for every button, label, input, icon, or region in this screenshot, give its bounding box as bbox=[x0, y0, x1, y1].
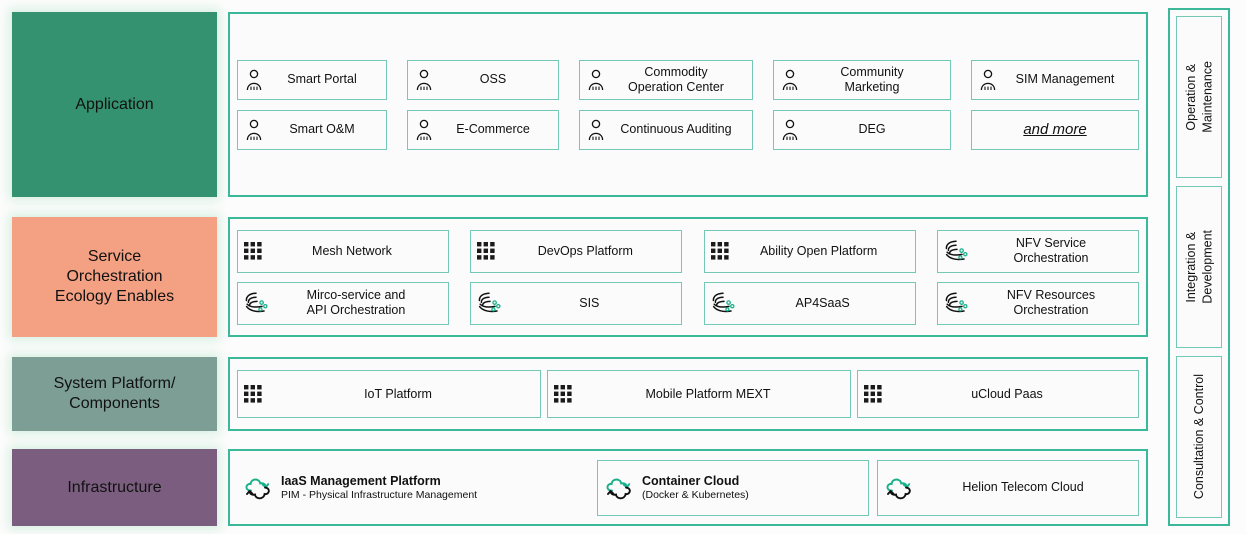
item-label: SIS bbox=[579, 295, 600, 310]
item-e-commerce[interactable]: E-Commerce bbox=[407, 109, 559, 150]
item-oss[interactable]: OSS bbox=[407, 59, 559, 100]
layer-panel-service-orchestration-ecology-enables: Mesh Network DevOps Platform Ability Open … bbox=[228, 217, 1148, 337]
item-community-marketing[interactable]: Community Marketing bbox=[773, 59, 951, 100]
item-label: IoT Platform bbox=[364, 386, 432, 401]
item-label: Commodity Operation Center bbox=[628, 64, 724, 94]
layer-label-infrastructure: Infrastructure bbox=[12, 449, 217, 526]
dot-grid-icon bbox=[244, 242, 262, 260]
dot-grid-icon bbox=[554, 385, 572, 403]
item-label: SIM Management bbox=[1015, 72, 1115, 86]
person-icon bbox=[780, 69, 800, 91]
item-ap4saas[interactable]: AP4SaaS bbox=[703, 281, 916, 325]
item-label: NFV Resources Orchestration bbox=[1006, 288, 1096, 317]
item-row: IoT Platform Mobile Platform MEXT uCloud P… bbox=[237, 370, 1139, 418]
layer-label-text: Infrastructure bbox=[67, 478, 162, 496]
item-sublabel: (Docker & Kubernetes) bbox=[642, 488, 749, 501]
item-row: Smart Portal OSS Commodity Operation Cente… bbox=[237, 59, 1139, 100]
sidebar-item-integration-development[interactable]: Integration & Development bbox=[1176, 186, 1222, 348]
item-label: Ability Open Platform bbox=[759, 243, 878, 258]
item-sis[interactable]: SIS bbox=[470, 281, 683, 325]
item-helion-telecom-cloud[interactable]: Helion Telecom Cloud bbox=[877, 459, 1139, 516]
item-commodity-operation-center[interactable]: Commodity Operation Center bbox=[579, 59, 753, 100]
item-smart-o-m[interactable]: Smart O&M bbox=[237, 109, 387, 150]
layer-label-application: Application bbox=[12, 12, 217, 197]
item-label: OSS bbox=[479, 72, 507, 86]
item-mirco-service-and-api-orchestration[interactable]: Mirco-service and API Orchestration bbox=[237, 281, 449, 325]
item-label: DEG bbox=[858, 122, 886, 136]
item-label: E-Commerce bbox=[456, 122, 530, 136]
item-continuous-auditing[interactable]: Continuous Auditing bbox=[579, 109, 753, 150]
item-ucloud-paas[interactable]: uCloud Paas bbox=[857, 370, 1139, 418]
item-sim-management[interactable]: SIM Management bbox=[971, 59, 1139, 100]
item-iot-platform[interactable]: IoT Platform bbox=[237, 370, 541, 418]
item-row: Smart O&M E-Commerce Continuous Auditing DE… bbox=[237, 109, 1139, 150]
dot-grid-icon bbox=[477, 242, 495, 260]
item-label: Mirco-service and API Orchestration bbox=[306, 288, 406, 317]
item-label: Smart O&M bbox=[289, 122, 355, 136]
person-icon bbox=[586, 119, 606, 141]
item-nfv-service-orchestration[interactable]: NFV Service Orchestration bbox=[936, 229, 1139, 273]
item-label: Continuous Auditing bbox=[620, 122, 732, 136]
item-label: AP4SaaS bbox=[795, 295, 850, 310]
item-label: NFV Service Orchestration bbox=[1013, 236, 1089, 265]
item-label: DevOps Platform bbox=[537, 243, 633, 258]
layer-label-text: Service Orchestration Ecology Enables bbox=[54, 248, 175, 305]
item-label: IaaS Management Platform bbox=[281, 473, 441, 488]
orchestration-icon bbox=[944, 239, 970, 263]
layer-label-text: Application bbox=[75, 95, 154, 113]
item-row: Mirco-service and API Orchestration SIS AP… bbox=[237, 281, 1139, 325]
item-deg[interactable]: DEG bbox=[773, 109, 951, 150]
layer-panel-system-platform-components: IoT Platform Mobile Platform MEXT uCloud P… bbox=[228, 357, 1148, 431]
item-label: Mobile Platform MEXT bbox=[645, 386, 771, 401]
layer-label-system-platform-components: System Platform/ Components bbox=[12, 357, 217, 431]
item-devops-platform[interactable]: DevOps Platform bbox=[470, 229, 683, 273]
sidebar-item-consultation-control[interactable]: Consultation & Control bbox=[1176, 356, 1222, 518]
item-nfv-resources-orchestration[interactable]: NFV Resources Orchestration bbox=[936, 281, 1139, 325]
layer-panel-application: Smart Portal OSS Commodity Operation Cente… bbox=[228, 12, 1148, 197]
sidebar-item-label: Consultation & Control bbox=[1191, 374, 1206, 500]
person-icon bbox=[244, 69, 264, 91]
cloud-sync-icon bbox=[884, 475, 914, 501]
sidebar-item-label: Operation & Maintenance bbox=[1183, 61, 1214, 133]
person-icon bbox=[586, 69, 606, 91]
item-ability-open-platform[interactable]: Ability Open Platform bbox=[703, 229, 916, 273]
cloud-sync-icon bbox=[243, 475, 273, 501]
layer-label-text: System Platform/ Components bbox=[53, 375, 176, 412]
item-label: Helion Telecom Cloud bbox=[962, 480, 1084, 494]
item-and-more[interactable]: and more bbox=[971, 109, 1139, 150]
sidebar-item-operation-maintenance[interactable]: Operation & Maintenance bbox=[1176, 16, 1222, 178]
cloud-sync-icon bbox=[604, 475, 634, 501]
item-container-cloud[interactable]: Container Cloud(Docker & Kubernetes) bbox=[597, 459, 869, 516]
item-sublabel: PIM - Physical Infrastructure Management bbox=[281, 488, 478, 501]
item-row: Mesh Network DevOps Platform Ability Open … bbox=[237, 229, 1139, 273]
orchestration-icon bbox=[944, 291, 970, 315]
item-label: Mesh Network bbox=[312, 243, 392, 258]
item-label: and more bbox=[1023, 120, 1087, 138]
item-mobile-platform-mext[interactable]: Mobile Platform MEXT bbox=[547, 370, 851, 418]
item-label: Container Cloud bbox=[642, 473, 740, 488]
layer-label-service-orchestration-ecology-enables: Service Orchestration Ecology Enables bbox=[12, 217, 217, 337]
person-icon bbox=[414, 119, 434, 141]
orchestration-icon bbox=[477, 291, 503, 315]
item-label: uCloud Paas bbox=[971, 386, 1043, 401]
orchestration-icon bbox=[244, 291, 270, 315]
item-label: Smart Portal bbox=[287, 72, 357, 86]
orchestration-icon bbox=[711, 291, 737, 315]
person-icon bbox=[780, 119, 800, 141]
sidebar-item-label: Integration & Development bbox=[1183, 230, 1214, 304]
item-label: Community Marketing bbox=[840, 64, 904, 94]
person-icon bbox=[414, 69, 434, 91]
item-mesh-network[interactable]: Mesh Network bbox=[237, 229, 449, 273]
item-smart-portal[interactable]: Smart Portal bbox=[237, 59, 387, 100]
dot-grid-icon bbox=[864, 385, 882, 403]
dot-grid-icon bbox=[244, 385, 262, 403]
person-icon bbox=[244, 119, 264, 141]
person-icon bbox=[978, 69, 998, 91]
dot-grid-icon bbox=[710, 242, 729, 260]
